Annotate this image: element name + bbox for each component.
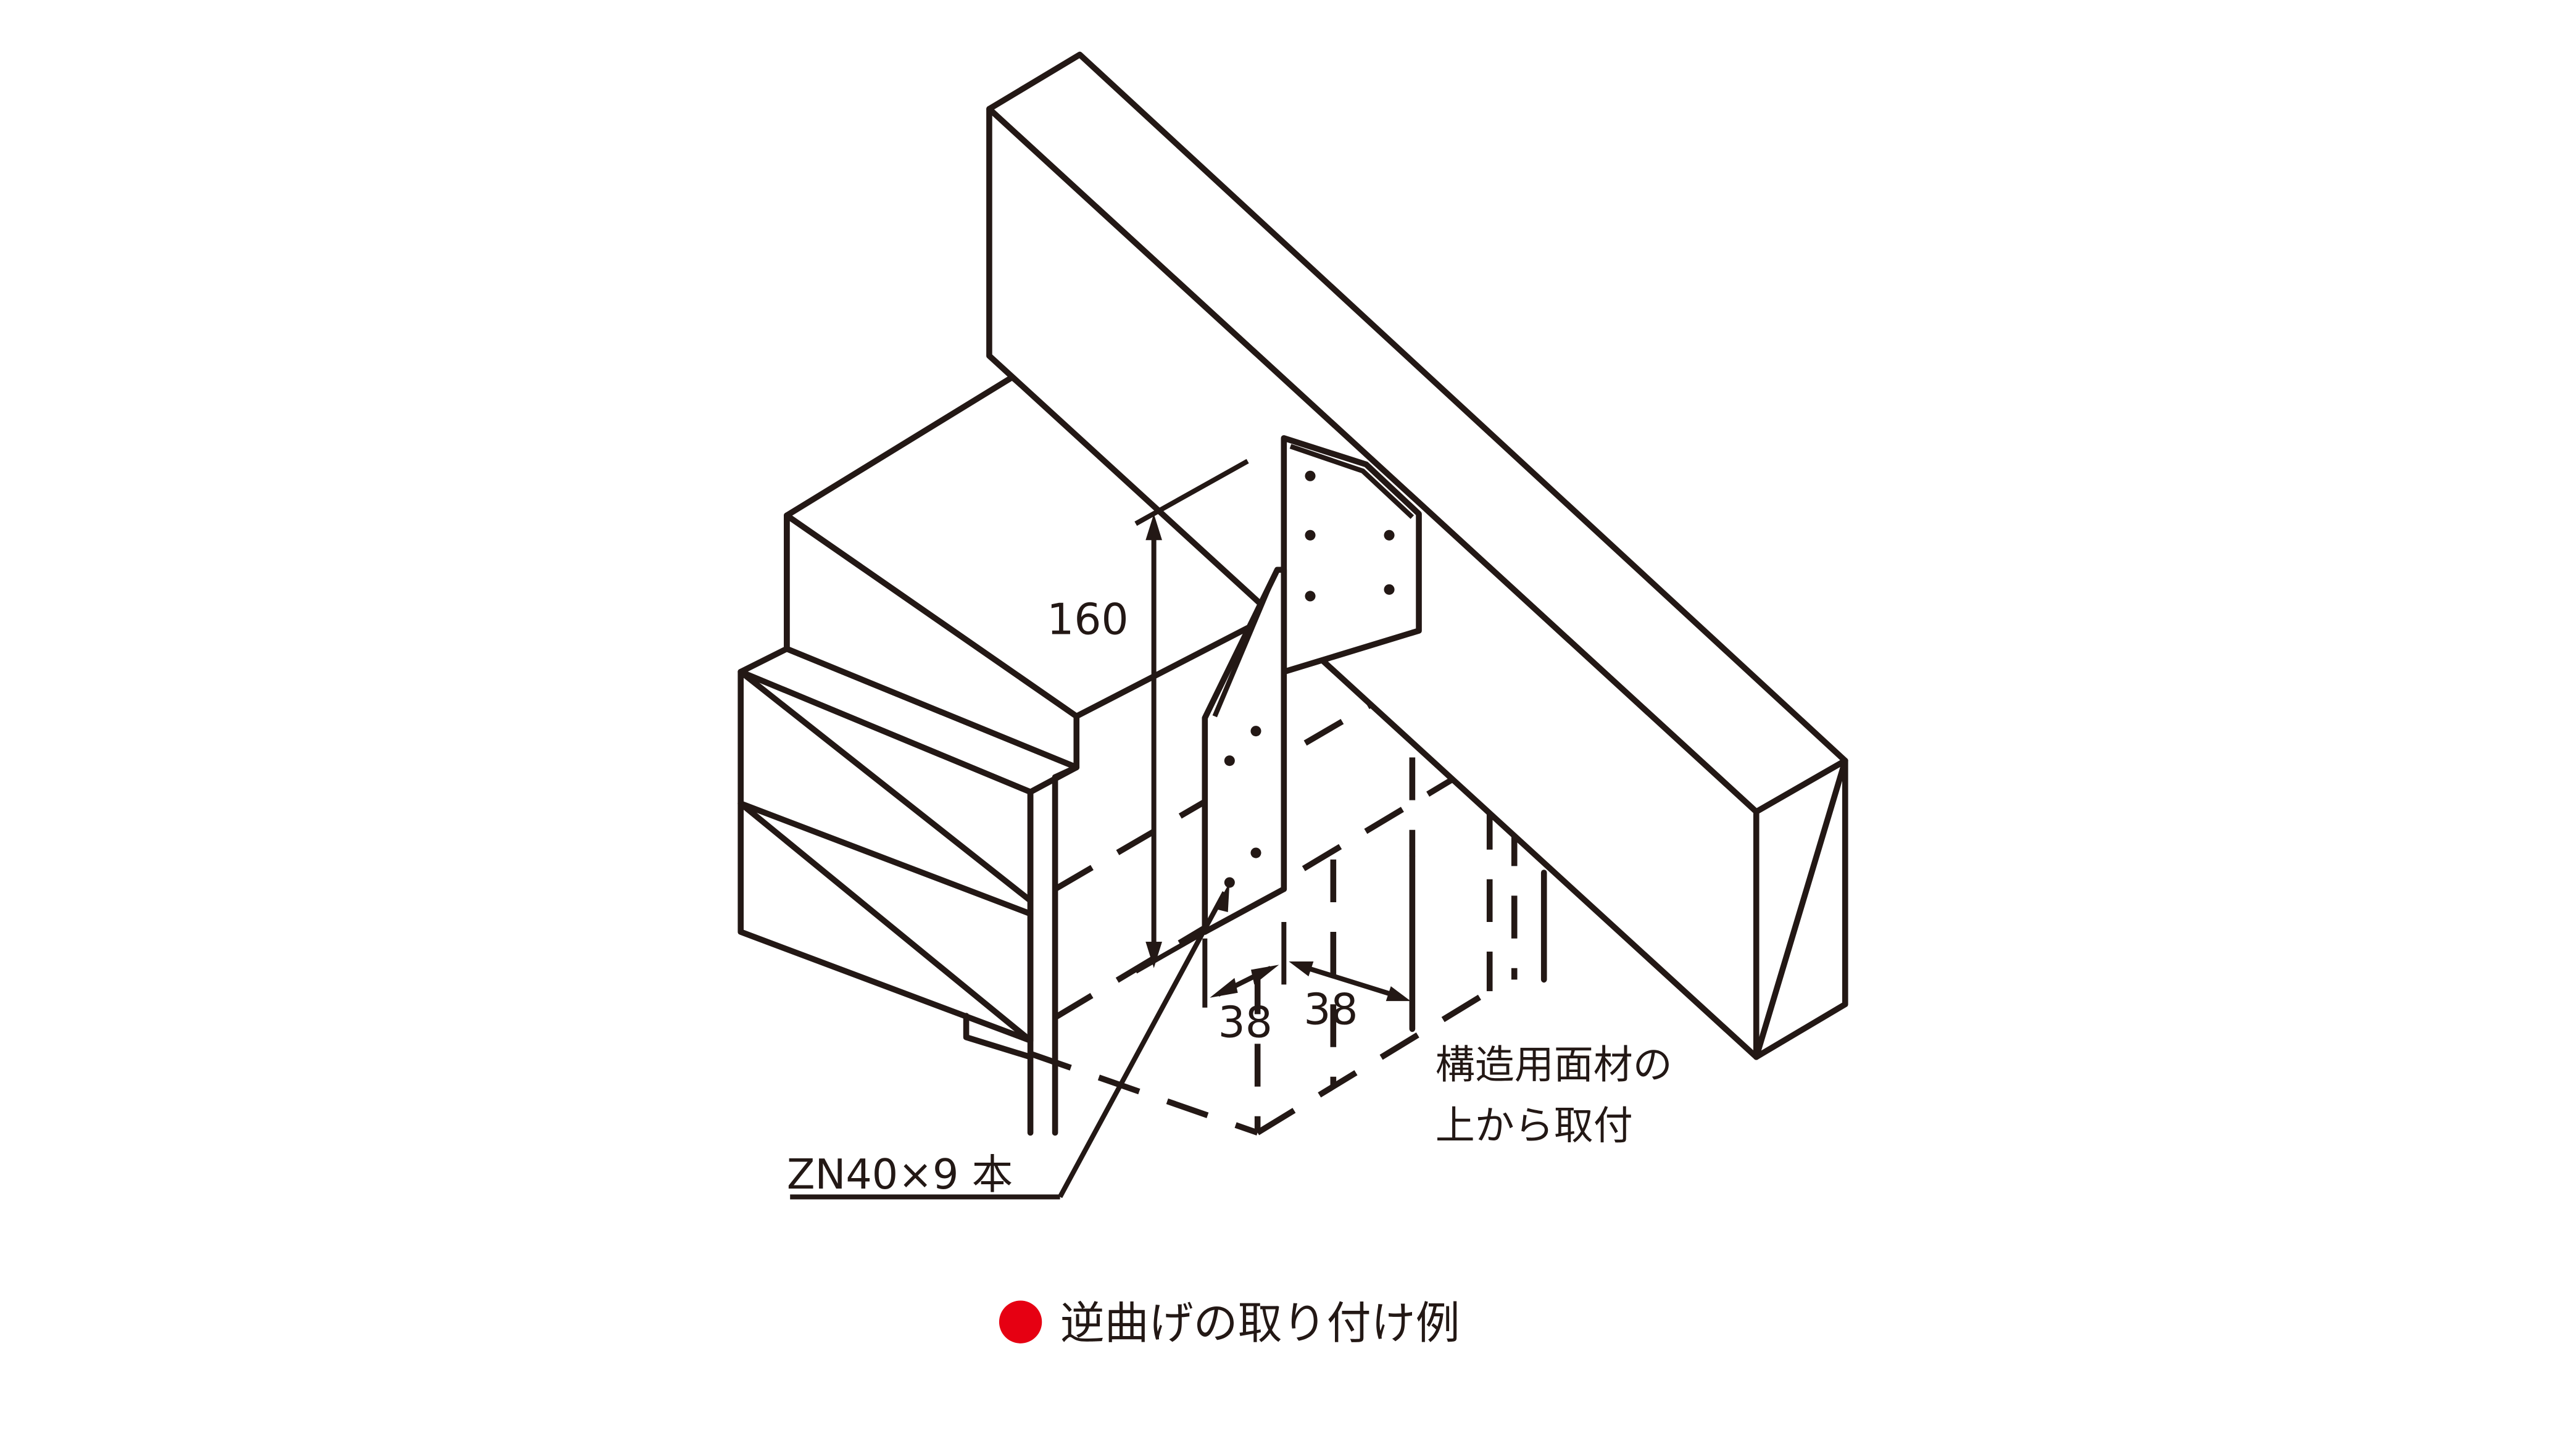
dimension-width-right-label: 38 [1303,985,1358,1034]
caption: 逆曲げの取り付け例 [999,1297,1460,1349]
caption-bullet-icon [999,1300,1042,1343]
dimension-width-left-label: 38 [1218,999,1273,1048]
nail-hole [1224,755,1235,766]
nail-hole [1250,726,1261,737]
nail-hole [1384,584,1395,595]
dimension-height: 160 [1047,459,1249,974]
bracket-front-plate [1202,567,1287,935]
nail-hole [1305,470,1316,481]
panel-note: 構造用面材の 上から取付 [1435,1042,1672,1149]
nail-hole [1305,529,1316,541]
caption-text: 逆曲げの取り付け例 [1060,1297,1460,1349]
nail-hole [1250,847,1261,858]
panel-note-line2: 上から取付 [1435,1103,1633,1149]
fastener-label: ZN40×9 本 [787,1150,1013,1198]
nail-hole [1384,529,1395,541]
panel-note-line1: 構造用面材の [1435,1042,1672,1088]
bracket [1202,435,1422,935]
nail-hole [1224,877,1235,888]
lower-timber [737,646,1080,1136]
dimension-height-label: 160 [1047,595,1128,644]
nail-hole [1305,591,1316,602]
dimension-widths: 38 38 [1202,922,1415,1048]
fastener-callout: ZN40×9 本 [787,882,1230,1200]
